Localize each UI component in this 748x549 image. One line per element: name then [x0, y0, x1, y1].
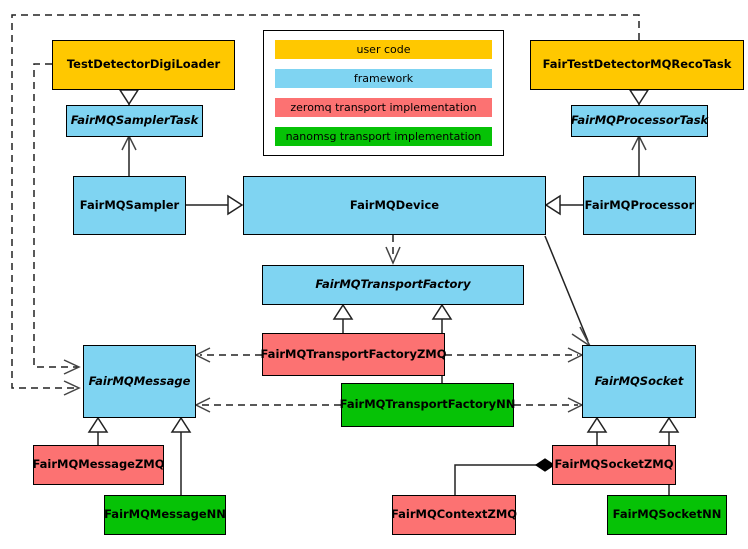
legend-label-user-code: user code: [356, 43, 411, 56]
edge-contextzmq-to-socketzmq: [454, 458, 556, 495]
legend-item-framework: framework: [275, 69, 492, 88]
node-fairmqcontextzmq[interactable]: FairMQContextZMQ: [391, 495, 517, 535]
node-fairmqprocessor[interactable]: FairMQProcessor: [583, 176, 696, 235]
edge-messagenn-to-message: [170, 416, 192, 495]
legend-panel: user code framework zeromq transport imp…: [263, 30, 504, 156]
edge-device-to-transportfactory: [385, 235, 401, 265]
node-fairmqtransportfactory[interactable]: FairMQTransportFactory: [262, 265, 524, 305]
edge-recotask-to-processortask: [628, 89, 650, 106]
node-fairmqsocketnn[interactable]: FairMQSocketNN: [607, 495, 727, 535]
legend-item-user-code: user code: [275, 40, 492, 59]
edge-processor-to-processortask: [631, 134, 647, 176]
node-testdetectordigiloader[interactable]: TestDetectorDigiLoader: [52, 40, 235, 90]
legend-item-nanomsg: nanomsg transport implementation: [275, 127, 492, 146]
node-fairmqmessage[interactable]: FairMQMessage: [83, 345, 196, 418]
node-fairmqmessagenn[interactable]: FairMQMessageNN: [104, 495, 226, 535]
legend-label-zeromq: zeromq transport implementation: [290, 101, 477, 114]
edge-digiloader-to-message: [33, 63, 81, 375]
edge-recotask-to-message: [11, 14, 640, 396]
legend-item-zeromq: zeromq transport implementation: [275, 98, 492, 117]
edge-processor-to-device: [544, 194, 583, 216]
node-fairmqsampler[interactable]: FairMQSampler: [73, 176, 186, 235]
node-fairmqsocket[interactable]: FairMQSocket: [582, 345, 696, 418]
edge-sampler-to-device: [185, 194, 244, 216]
edge-device-to-socket: [544, 235, 591, 347]
legend-label-framework: framework: [353, 72, 414, 85]
node-fairmqtransportfactoryzmq[interactable]: FairMQTransportFactoryZMQ: [261, 333, 447, 376]
node-fairmqtransportfactorynn[interactable]: FairMQTransportFactoryNN: [340, 383, 515, 427]
node-fairtestdetectormqrecotask[interactable]: FairTestDetectorMQRecoTask: [530, 40, 744, 90]
node-fairmqsamplertask[interactable]: FairMQSamplerTask: [66, 105, 203, 137]
node-fairmqmessagezmq[interactable]: FairMQMessageZMQ: [32, 445, 165, 485]
edge-tfzmq-to-message: [194, 347, 262, 363]
node-fairmqprocessortask[interactable]: FairMQProcessorTask: [571, 105, 708, 137]
edge-tfzmq-to-tf: [332, 303, 354, 333]
edge-socketzmq-to-socket: [586, 416, 608, 445]
node-fairmqsocketzmq[interactable]: FairMQSocketZMQ: [552, 445, 676, 485]
edge-digiloader-to-samplertask: [118, 89, 140, 106]
edge-sampler-to-samplertask: [121, 134, 137, 176]
node-fairmqdevice[interactable]: FairMQDevice: [243, 176, 546, 235]
edge-messagezmq-to-message: [87, 416, 109, 445]
legend-label-nanomsg: nanomsg transport implementation: [285, 130, 482, 143]
edge-tfnn-to-socket: [514, 397, 584, 413]
edge-tfnn-to-message: [194, 397, 341, 413]
edge-tfzmq-to-socket: [445, 347, 584, 363]
